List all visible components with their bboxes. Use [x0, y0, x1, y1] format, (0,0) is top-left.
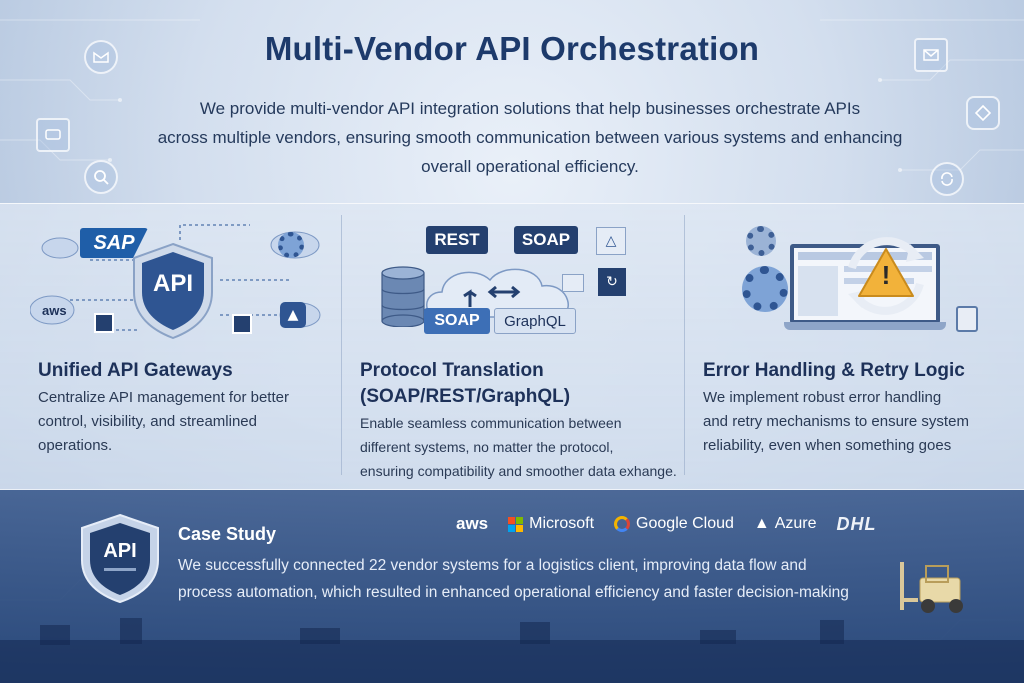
aws-partner-logo: aws	[456, 514, 488, 534]
aws-label: aws	[456, 514, 489, 533]
intro-line: across multiple vendors, ensuring smooth…	[157, 128, 903, 147]
refresh-icon	[930, 162, 964, 196]
intro-line: We provide multi-vendor API integration …	[199, 99, 861, 118]
partner-logos: aws Microsoft Google Cloud ▲ Azure DHL	[456, 512, 897, 536]
soap-tag-bottom: SOAP	[424, 308, 490, 334]
forklift-icon	[896, 560, 976, 616]
azure-partner-logo: ▲ Azure	[754, 515, 817, 533]
azure-icon: ▲	[753, 515, 770, 532]
cloud-icon	[420, 262, 580, 320]
desc-line: different systems, no matter the protoco…	[360, 439, 614, 455]
case-line: process automation, which resulted in en…	[178, 584, 849, 601]
desc-line: operations.	[38, 437, 113, 454]
intro-line: overall operational efficiency.	[421, 157, 639, 176]
feature-desc-protocol-translation: Enable seamless communication between di…	[360, 411, 680, 483]
case-badge-label: API	[103, 540, 137, 562]
envelope-icon	[914, 38, 948, 72]
desc-line: Enable seamless communication between	[360, 415, 622, 431]
feature-divider	[684, 215, 685, 475]
link-icon	[562, 274, 584, 292]
case-line: We successfully connected 22 vendor syst…	[178, 557, 807, 574]
api-shield-badge: API	[128, 240, 218, 340]
database-icon	[380, 265, 426, 328]
intro-paragraph: We provide multi-vendor API integration …	[130, 94, 930, 181]
microsoft-label: Microsoft	[529, 515, 595, 532]
gear-cluster-icon	[742, 226, 802, 316]
warning-mark: !	[881, 260, 891, 290]
case-study-title: Case Study	[178, 524, 277, 544]
aws-logo: aws	[42, 303, 67, 318]
feature-title-error-handling: Error Handling & Retry Logic	[703, 360, 965, 381]
soap-tag-top: SOAP	[514, 226, 578, 254]
google-cloud-label: Google Cloud	[636, 515, 734, 532]
case-study-text: We successfully connected 22 vendor syst…	[178, 552, 898, 606]
desc-line: control, visibility, and streamlined	[38, 413, 257, 430]
google-cloud-icon	[614, 516, 631, 532]
sync-icon: ↻	[598, 268, 626, 296]
phone-icon	[956, 306, 978, 332]
feature-desc-error-handling: We implement robust error handling and r…	[703, 386, 1003, 458]
microsoft-icon	[508, 516, 524, 532]
rest-tag: REST	[426, 226, 488, 254]
graphql-tag: GraphQL	[494, 308, 576, 334]
api-badge-label: API	[152, 270, 193, 297]
title-line: (SOAP/REST/GraphQL)	[360, 386, 571, 407]
sap-logo: SAP	[80, 228, 148, 258]
chat-icon	[36, 118, 70, 152]
warning-icon: !	[856, 246, 916, 300]
diamond-icon	[966, 96, 1000, 130]
mail-icon	[84, 40, 118, 74]
desc-line: ensuring compatibility and smoother data…	[360, 463, 677, 479]
case-study-api-badge: API	[78, 512, 162, 604]
gear-icon	[278, 232, 304, 258]
azure-label: Azure	[774, 515, 817, 532]
feature-desc-unified-gateways: Centralize API management for better con…	[38, 386, 333, 458]
triangle-icon: ▲	[280, 302, 306, 328]
dhl-label: DHL	[836, 513, 877, 534]
google-cloud-partner-logo: Google Cloud	[614, 515, 734, 533]
desc-line: Centralize API management for better	[38, 389, 289, 406]
desc-line: We implement robust error handling	[703, 389, 942, 406]
desc-line: reliability, even when something goes	[703, 437, 952, 454]
microsoft-partner-logo: Microsoft	[508, 515, 594, 533]
grid-icon	[232, 314, 252, 334]
feature-title-unified-gateways: Unified API Gateways	[38, 360, 233, 381]
dhl-partner-logo: DHL	[837, 514, 877, 535]
feature-divider	[341, 215, 342, 475]
search-icon	[84, 160, 118, 194]
grid-icon	[94, 313, 114, 333]
triangle-nodes-icon: △	[596, 227, 626, 255]
desc-line: and retry mechanisms to ensure system	[703, 413, 969, 430]
page-title: Multi-Vendor API Orchestration	[264, 30, 760, 67]
title-line: Protocol Translation	[360, 360, 544, 381]
feature-title-protocol-translation: Protocol Translation (SOAP/REST/GraphQL)	[360, 358, 570, 410]
